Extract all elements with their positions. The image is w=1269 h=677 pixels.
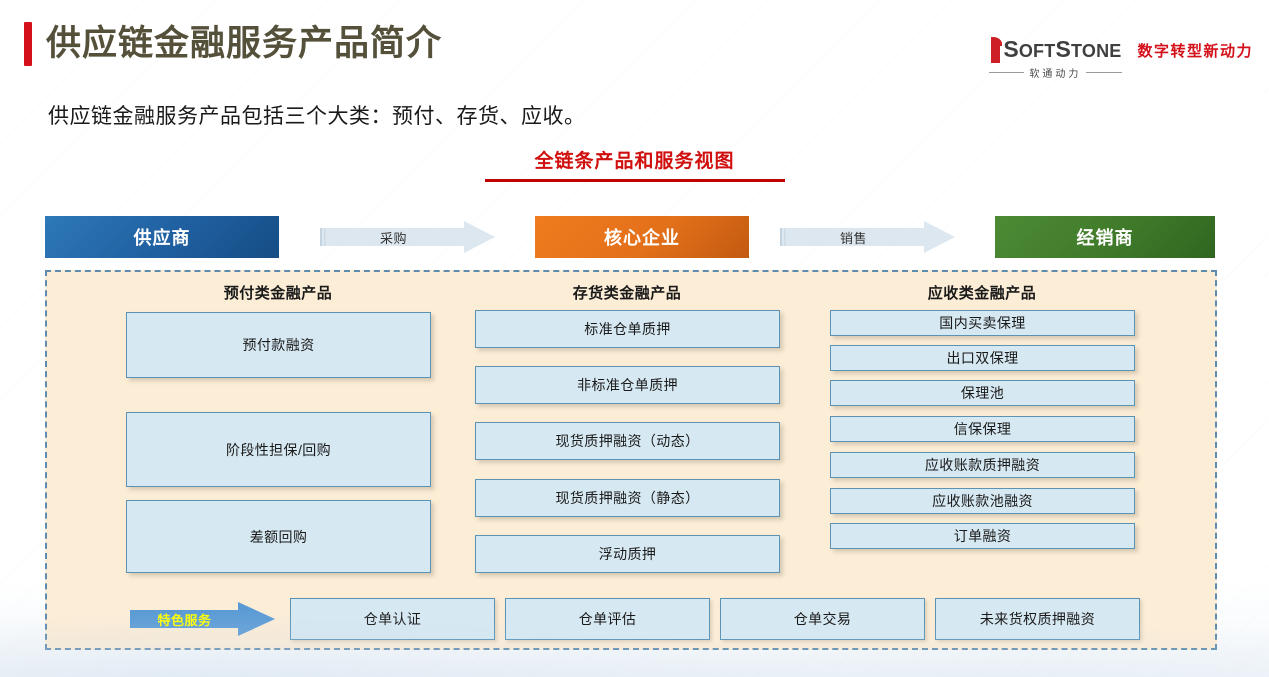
supply-chain-row: 供应商 采购 核心企业 销售 经销商 — [45, 216, 1215, 258]
page-title-row: 供应链金融服务产品简介 — [24, 22, 442, 66]
product-card[interactable]: 出口双保理 — [830, 345, 1135, 371]
title-accent-bar — [24, 22, 32, 66]
feature-card[interactable]: 仓单交易 — [720, 598, 925, 640]
chain-node-core-enterprise[interactable]: 核心企业 — [535, 216, 749, 258]
chain-arrow-sales-label: 销售 — [839, 230, 867, 246]
product-card[interactable]: 应收账款池融资 — [830, 488, 1135, 514]
column-headings: 预付类金融产品 存货类金融产品 应收类金融产品 — [47, 282, 1215, 304]
logo-wordmark-block: SOFTSTONE 软通动力 — [989, 36, 1122, 80]
feature-card[interactable]: 仓单认证 — [290, 598, 495, 640]
logo-slogan: 数字转型新动力 — [1137, 43, 1253, 60]
chain-node-supplier[interactable]: 供应商 — [45, 216, 279, 258]
logo-rule-left — [989, 72, 1025, 73]
product-card[interactable]: 信保保理 — [830, 416, 1135, 442]
product-card[interactable]: 标准仓单质押 — [475, 310, 780, 348]
feature-service-arrow: 特色服务 — [130, 602, 275, 636]
section-heading-rule — [484, 179, 785, 182]
page-title: 供应链金融服务产品简介 — [46, 24, 443, 63]
logo-subline: 软通动力 — [989, 65, 1122, 80]
logo-wordmark-text: SOFTSTONE — [1003, 36, 1122, 62]
product-card[interactable]: 预付款融资 — [126, 312, 431, 378]
product-card[interactable]: 非标准仓单质押 — [475, 366, 780, 404]
logo-company-cn: 软通动力 — [1029, 69, 1082, 80]
product-card[interactable]: 阶段性担保/回购 — [126, 412, 431, 487]
chain-arrow-sales-shape — [780, 221, 955, 253]
product-card[interactable]: 保理池 — [830, 380, 1135, 406]
product-card[interactable]: 差额回购 — [126, 500, 431, 573]
logo-rule-right — [1086, 72, 1122, 73]
chain-node-dealer[interactable]: 经销商 — [995, 216, 1215, 258]
page-subtitle: 供应链金融服务产品包括三个大类：预付、存货、应收。 — [48, 105, 586, 128]
chain-arrow-procurement-label: 采购 — [379, 230, 407, 246]
column-heading-receivable: 应收类金融产品 — [927, 285, 1037, 302]
section-heading: 全链条产品和服务视图 — [534, 151, 735, 172]
product-card[interactable]: 现货质押融资（静态） — [475, 479, 780, 517]
feature-card[interactable]: 仓单评估 — [505, 598, 710, 640]
product-card[interactable]: 现货质押融资（动态） — [475, 422, 780, 460]
logo-wordmark: SOFTSTONE — [989, 36, 1121, 64]
chain-arrow-procurement: 采购 — [320, 221, 495, 253]
isoftstone-i-mark-icon — [989, 37, 1003, 63]
product-card[interactable]: 订单融资 — [830, 523, 1135, 549]
product-card[interactable]: 国内买卖保理 — [830, 310, 1135, 336]
product-card[interactable]: 应收账款质押融资 — [830, 452, 1135, 478]
products-panel: 预付类金融产品 存货类金融产品 应收类金融产品 预付款融资 阶段性担保/回购 差… — [45, 270, 1217, 650]
brand-logo: SOFTSTONE 软通动力 数字转型新动力 — [989, 36, 1253, 80]
section-heading-block: 全链条产品和服务视图 — [0, 146, 1269, 182]
column-heading-prepayment: 预付类金融产品 — [223, 285, 333, 302]
chain-arrow-sales: 销售 — [780, 221, 955, 253]
feature-service-label: 特色服务 — [157, 612, 212, 628]
product-card[interactable]: 浮动质押 — [475, 535, 780, 573]
feature-card[interactable]: 未来货权质押融资 — [935, 598, 1140, 640]
chain-arrow-procurement-shape — [320, 221, 495, 253]
column-heading-inventory: 存货类金融产品 — [572, 285, 682, 302]
